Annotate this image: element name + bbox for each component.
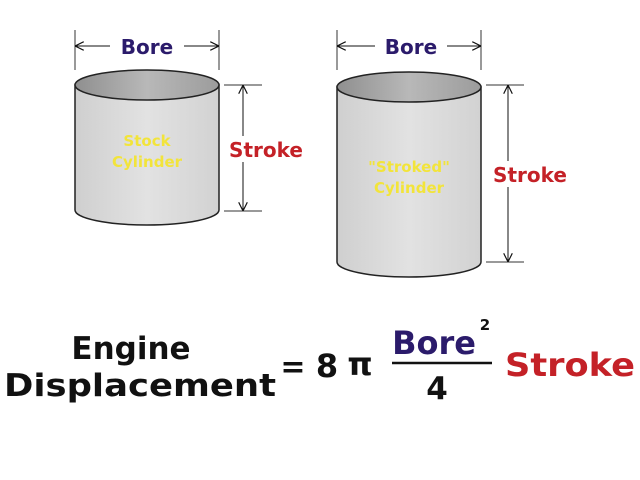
formula-coefficient: 8	[316, 347, 338, 385]
formula-lhs-line2: Displacement	[4, 368, 276, 404]
displacement-formula: Engine Displacement = 8 π Bore 2 4 Strok…	[4, 316, 635, 407]
stroked-label-line1: "Stroked"	[368, 158, 450, 176]
bore-label: Bore	[121, 35, 173, 59]
stock-label-line1: Stock	[123, 132, 171, 150]
cylinder-top	[336, 71, 482, 103]
stroked-cylinder: "Stroked" Cylinder Bore Stroke	[336, 30, 577, 278]
cylinder-body	[336, 86, 482, 278]
formula-numerator: Bore	[392, 324, 476, 362]
formula-lhs-line1: Engine	[71, 331, 190, 367]
stock-label-line2: Cylinder	[112, 153, 183, 171]
cylinder-body	[74, 84, 220, 226]
formula-exponent: 2	[480, 316, 490, 334]
formula-stroke: Stroke	[505, 346, 635, 384]
pi-symbol: π	[347, 345, 372, 383]
formula-denominator: 4	[426, 371, 448, 407]
stock-cylinder: Stock Cylinder Bore Stroke	[74, 30, 312, 226]
formula-equals: =	[280, 350, 305, 385]
stroked-label-line2: Cylinder	[374, 179, 445, 197]
bore-label: Bore	[385, 35, 437, 59]
stroke-label: Stroke	[493, 163, 567, 187]
stroke-label: Stroke	[229, 138, 303, 162]
cylinder-top	[74, 69, 220, 101]
